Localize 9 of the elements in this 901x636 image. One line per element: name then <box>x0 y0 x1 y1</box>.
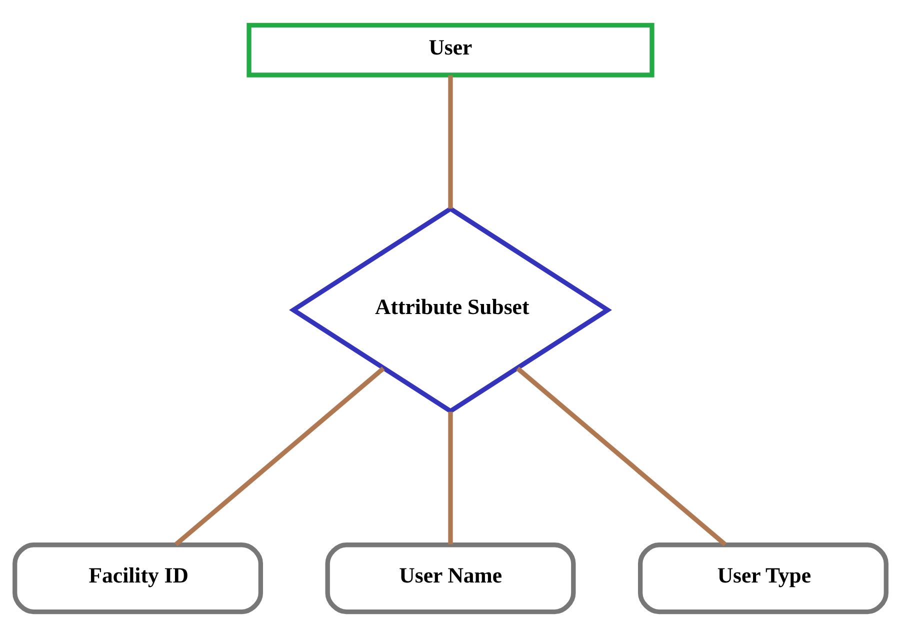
connector <box>174 366 385 546</box>
node-box: Facility ID <box>12 542 264 614</box>
connector <box>448 411 453 544</box>
connector <box>448 74 453 208</box>
node-box: User <box>246 22 654 77</box>
node-box: User Name <box>325 542 576 614</box>
node-diamond: Attribute Subset <box>289 206 612 414</box>
node-box: User Type <box>638 542 888 614</box>
connector <box>516 366 727 546</box>
